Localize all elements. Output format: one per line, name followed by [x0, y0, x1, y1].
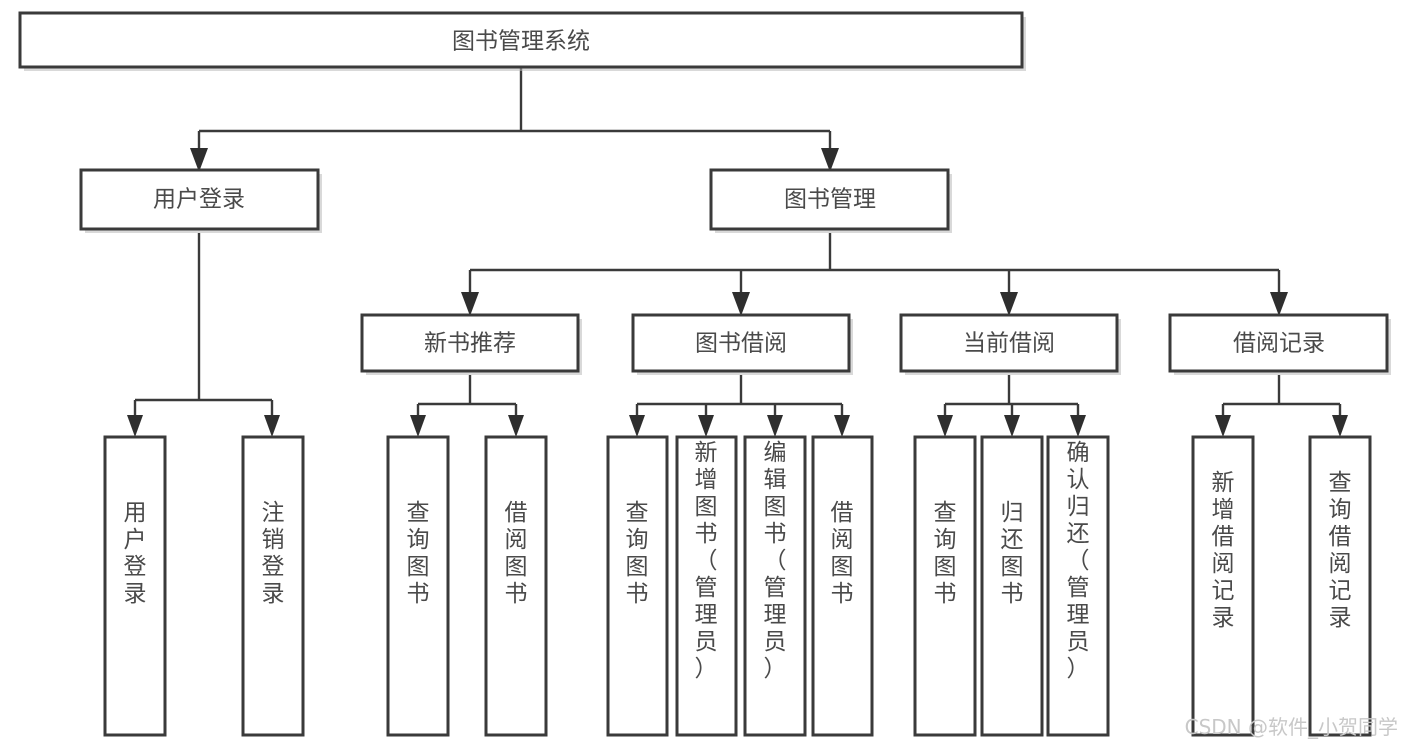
node-leaf-borrow-book-2-rect[interactable]: [811, 435, 874, 737]
node-leaf-query-book-3-label: 查询图书: [934, 500, 957, 607]
node-leaf-add-book-rect[interactable]: [675, 435, 738, 737]
node-leaf-confirm-return-label: 确认归还（管理员）: [1067, 440, 1090, 682]
node-leaf-user-login-label: 用户登录: [124, 500, 147, 607]
node-leaf-add-record-rect[interactable]: [1191, 435, 1255, 737]
connector-group-borrow-record: [1215, 375, 1348, 437]
connector-group-new-book-recommend: [410, 375, 524, 437]
arrowhead-leaf-return-book: [1004, 415, 1020, 437]
node-leaf-query-record-rect[interactable]: [1308, 435, 1372, 737]
node-root-rect[interactable]: [18, 11, 1024, 69]
node-leaf-query-record[interactable]: 查询借阅记录: [1308, 435, 1372, 737]
node-leaf-query-book-1-label: 查询图书: [407, 500, 430, 607]
arrowhead-leaf-query-book-2: [629, 415, 645, 437]
node-new-book-recommend-label: 新书推荐: [424, 331, 516, 357]
node-leaf-query-book-2-rect[interactable]: [606, 435, 669, 737]
node-leaf-borrow-book-1-label: 借阅图书: [505, 500, 528, 607]
connector-group-user-login: [127, 233, 280, 437]
node-leaf-edit-book-label: 编辑图书（管理员）: [764, 440, 787, 682]
node-leaf-query-book-1[interactable]: 查询图书: [386, 435, 450, 737]
node-leaf-borrow-book-2-label: 借阅图书: [831, 500, 854, 607]
node-leaf-query-book-3-rect[interactable]: [913, 435, 977, 737]
arrowhead-leaf-query-book-1: [410, 415, 426, 437]
arrowhead-leaf-query-book-3: [937, 415, 953, 437]
node-current-borrow-label: 当前借阅: [963, 331, 1055, 357]
node-leaf-add-book[interactable]: 新增图书（管理员）: [675, 435, 738, 737]
arrowhead-book-borrow: [732, 292, 750, 316]
node-book-borrow-rect[interactable]: [631, 313, 851, 373]
arrowhead-leaf-add-book: [698, 415, 714, 437]
node-borrow-record[interactable]: 借阅记录: [1168, 313, 1391, 375]
arrowhead-leaf-borrow-book-2: [834, 415, 850, 437]
node-book-borrow-label: 图书借阅: [695, 331, 787, 357]
connector-group-root: [190, 67, 839, 172]
node-leaf-add-record-label: 新增借阅记录: [1212, 470, 1235, 631]
node-borrow-record-label: 借阅记录: [1233, 331, 1325, 357]
node-user-login-label: 用户登录: [153, 187, 245, 213]
node-leaf-user-login[interactable]: 用户登录: [103, 435, 167, 737]
node-leaf-query-book-1-rect[interactable]: [386, 435, 450, 737]
arrowhead-leaf-confirm-return: [1070, 415, 1086, 437]
node-leaf-user-login-rect[interactable]: [103, 435, 167, 737]
node-leaf-user-logout[interactable]: 注销登录: [241, 435, 305, 737]
arrowhead-user-login: [190, 148, 208, 172]
node-book-manage-rect[interactable]: [709, 168, 950, 231]
csdn-watermark: CSDN @软件_小贺同学: [1185, 715, 1398, 739]
node-leaf-return-book-rect[interactable]: [980, 435, 1044, 737]
node-book-borrow[interactable]: 图书借阅: [631, 313, 853, 375]
node-leaf-query-record-label: 查询借阅记录: [1329, 470, 1352, 631]
connector-group-current-borrow: [937, 375, 1086, 437]
node-leaf-return-book-label: 归还图书: [1001, 500, 1024, 607]
node-leaf-edit-book-rect[interactable]: [743, 435, 807, 737]
node-root-label: 图书管理系统: [452, 29, 590, 55]
node-leaf-add-record[interactable]: 新增借阅记录: [1191, 435, 1255, 737]
arrowhead-book-manage: [821, 148, 839, 172]
arrowhead-leaf-edit-book: [767, 415, 783, 437]
connector-group-book-borrow: [629, 375, 850, 437]
arrowhead-leaf-borrow-book-1: [508, 415, 524, 437]
node-leaf-add-book-label: 新增图书（管理员）: [695, 440, 718, 682]
node-new-book-recommend-rect[interactable]: [360, 313, 580, 373]
node-book-manage[interactable]: 图书管理: [709, 168, 952, 233]
node-leaf-borrow-book-2[interactable]: 借阅图书: [811, 435, 874, 737]
node-leaf-query-book-2-label: 查询图书: [626, 500, 649, 607]
node-borrow-record-rect[interactable]: [1168, 313, 1389, 373]
node-leaf-query-book-2[interactable]: 查询图书: [606, 435, 669, 737]
arrowhead-leaf-user-logout: [264, 415, 280, 437]
arrowhead-leaf-add-record: [1215, 415, 1231, 437]
node-root[interactable]: 图书管理系统: [18, 11, 1026, 71]
node-user-login[interactable]: 用户登录: [79, 168, 322, 233]
connector-group-book-manage: [461, 233, 1288, 316]
arrowhead-leaf-query-record: [1332, 415, 1348, 437]
node-leaf-borrow-book-1[interactable]: 借阅图书: [484, 435, 548, 737]
arrowhead-current-borrow: [1000, 292, 1018, 316]
node-leaf-edit-book[interactable]: 编辑图书（管理员）: [743, 435, 807, 737]
node-current-borrow-rect[interactable]: [899, 313, 1119, 373]
node-leaf-borrow-book-1-rect[interactable]: [484, 435, 548, 737]
node-leaf-confirm-return-rect[interactable]: [1046, 435, 1110, 737]
node-new-book-recommend[interactable]: 新书推荐: [360, 313, 582, 375]
node-leaf-return-book[interactable]: 归还图书: [980, 435, 1044, 737]
node-leaf-user-logout-label: 注销登录: [262, 500, 285, 607]
node-book-manage-label: 图书管理: [784, 187, 876, 213]
node-leaf-user-logout-rect[interactable]: [241, 435, 305, 737]
node-current-borrow[interactable]: 当前借阅: [899, 313, 1121, 375]
node-user-login-rect[interactable]: [79, 168, 320, 231]
arrowhead-borrow-record: [1270, 292, 1288, 316]
arrowhead-new-book-recommend: [461, 292, 479, 316]
arrowhead-leaf-user-login: [127, 415, 143, 437]
node-leaf-query-book-3[interactable]: 查询图书: [913, 435, 977, 737]
node-leaf-confirm-return[interactable]: 确认归还（管理员）: [1046, 435, 1110, 737]
